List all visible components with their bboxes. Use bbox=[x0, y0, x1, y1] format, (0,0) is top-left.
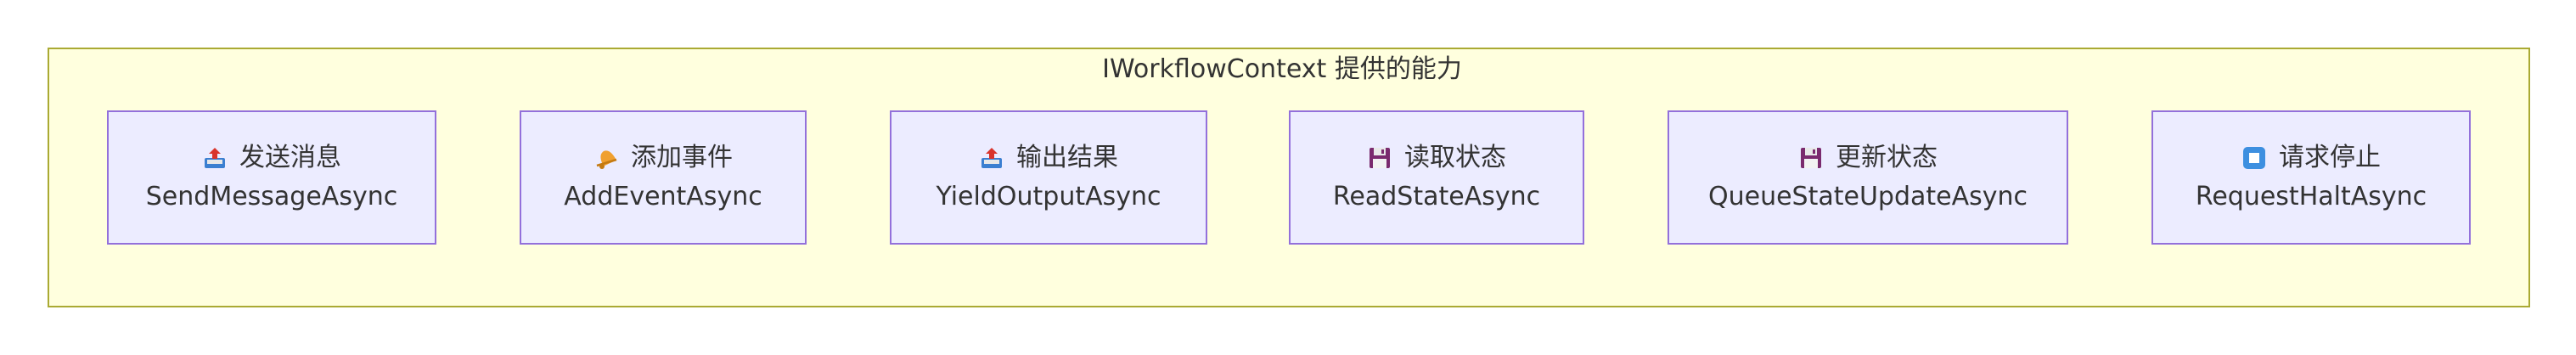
node-label: 发送消息 bbox=[239, 143, 341, 172]
node-queue-state-update: 更新状态 QueueStateUpdateAsync bbox=[1668, 110, 2068, 245]
node-method: SendMessageAsync bbox=[145, 182, 398, 211]
outbox-tray-icon bbox=[979, 145, 1004, 171]
node-request-halt: 请求停止 RequestHaltAsync bbox=[2151, 110, 2471, 245]
node-read-state: 读取状态 ReadStateAsync bbox=[1289, 110, 1584, 245]
node-label: 添加事件 bbox=[631, 143, 733, 172]
node-yield-output: 输出结果 YieldOutputAsync bbox=[890, 110, 1207, 245]
node-send-message: 发送消息 SendMessageAsync bbox=[107, 110, 436, 245]
node-method: ReadStateAsync bbox=[1332, 182, 1541, 211]
node-label: 输出结果 bbox=[1016, 143, 1118, 172]
floppy-disk-icon bbox=[1798, 145, 1824, 171]
group-title: IWorkflowContext 提供的能力 bbox=[1102, 54, 1462, 84]
bell-icon bbox=[593, 145, 619, 171]
node-label: 更新状态 bbox=[1836, 143, 1938, 172]
node-method: RequestHaltAsync bbox=[2195, 182, 2427, 211]
stop-button-icon bbox=[2241, 145, 2267, 171]
node-method: AddEventAsync bbox=[564, 182, 762, 211]
floppy-disk-icon bbox=[1367, 145, 1392, 171]
node-label: 请求停止 bbox=[2279, 143, 2381, 172]
node-method: YieldOutputAsync bbox=[936, 182, 1161, 211]
outbox-tray-icon bbox=[202, 145, 228, 171]
node-label: 读取状态 bbox=[1404, 143, 1506, 172]
node-add-event: 添加事件 AddEventAsync bbox=[520, 110, 807, 245]
node-method: QueueStateUpdateAsync bbox=[1707, 182, 2028, 211]
